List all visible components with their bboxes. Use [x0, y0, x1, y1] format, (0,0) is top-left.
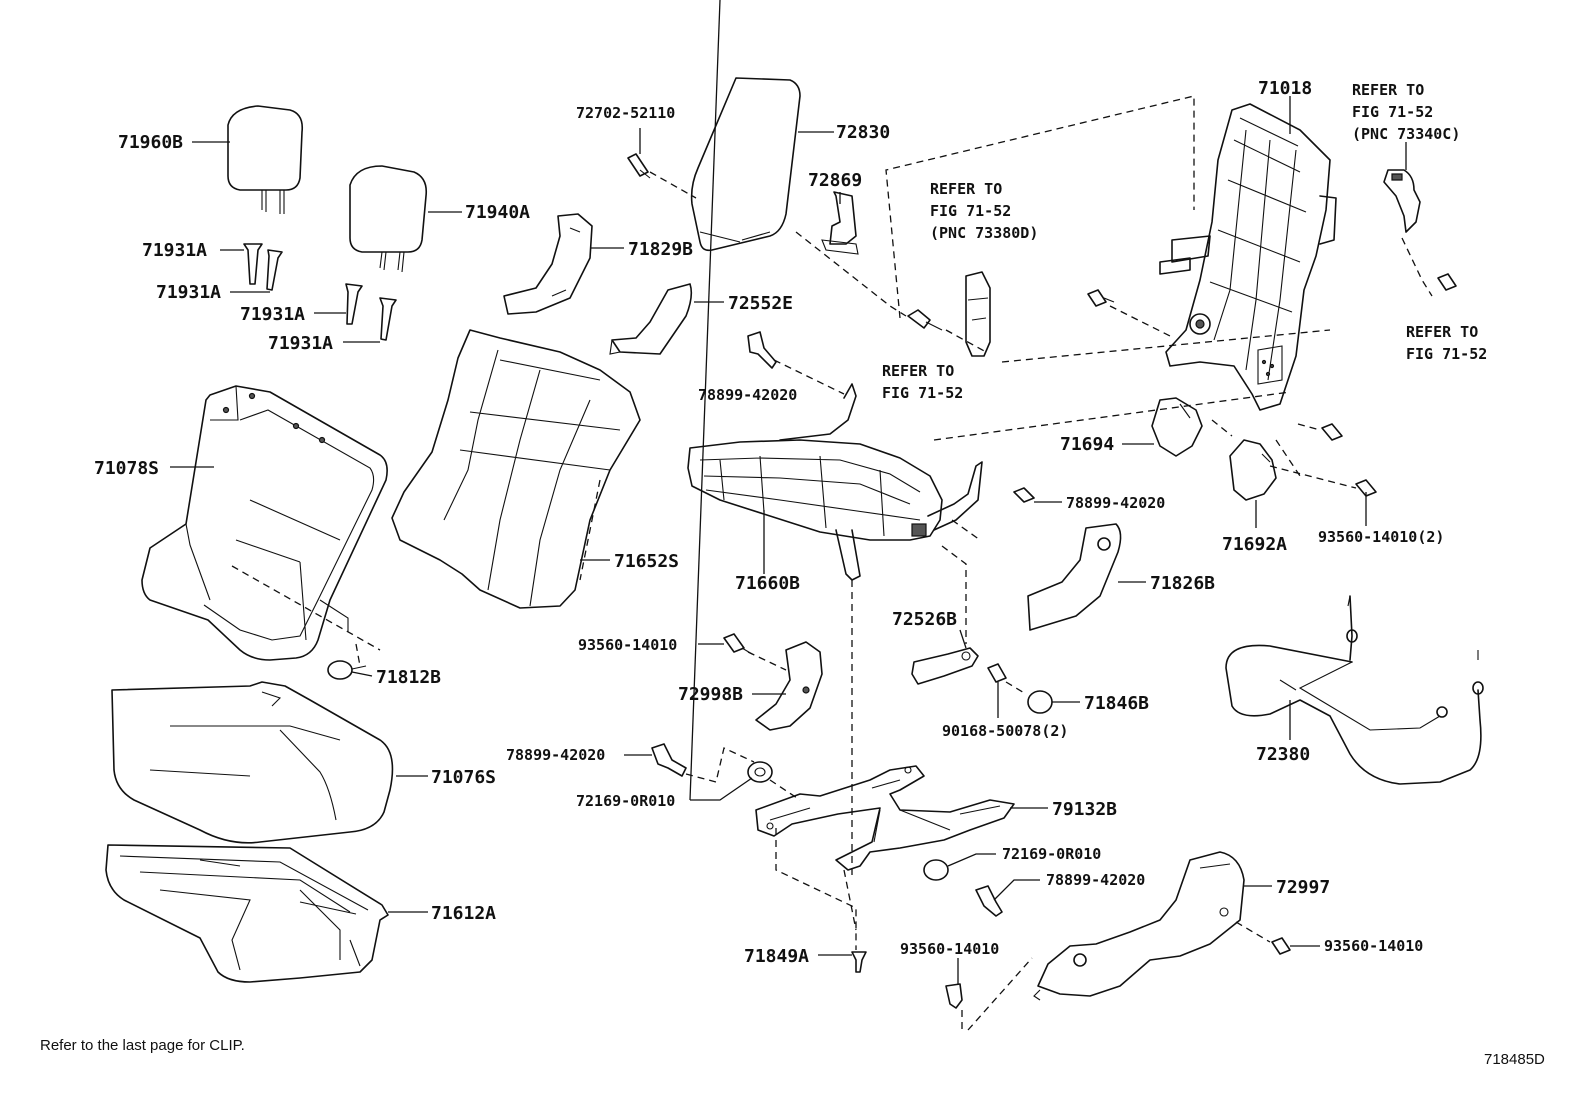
label-78899-42020-a[interactable]: 78899-42020 — [698, 386, 797, 404]
label-71078S[interactable]: 71078S — [94, 458, 159, 479]
svg-text:FIG 71-52: FIG 71-52 — [882, 384, 963, 402]
refer-to-fig-71-52-left[interactable]: REFER TO FIG 71-52 — [882, 362, 963, 402]
label-72702-52110[interactable]: 72702-52110 — [576, 104, 675, 122]
refer-to-fig-73380D[interactable]: REFER TO FIG 71-52 (PNC 73380D) — [930, 180, 1038, 242]
label-71940A[interactable]: 71940A — [465, 202, 530, 223]
svg-text:FIG 71-52: FIG 71-52 — [930, 202, 1011, 220]
label-71018[interactable]: 71018 — [1258, 78, 1312, 99]
refer-to-fig-71-52-right[interactable]: REFER TO FIG 71-52 — [1406, 323, 1487, 363]
assembly-guide-lines — [231, 95, 1433, 1034]
headrest-71940A[interactable] — [349, 165, 428, 273]
svg-text:REFER TO: REFER TO — [1406, 323, 1478, 341]
label-72869[interactable]: 72869 — [808, 170, 862, 191]
seat-cushion-pad-71612A[interactable] — [105, 844, 389, 983]
cable-72380[interactable] — [1225, 595, 1484, 785]
lever-72526B[interactable] — [911, 647, 979, 685]
seatback-pad-71078S[interactable] — [141, 385, 388, 661]
bolt-78899-42020-b[interactable] — [651, 743, 687, 777]
label-71660B[interactable]: 71660B — [735, 573, 800, 594]
label-90168-50078[interactable]: 90168-50078(2) — [942, 722, 1068, 740]
clip-71849A[interactable] — [851, 951, 867, 973]
label-72169-0R010-b[interactable]: 72169-0R010 — [1002, 845, 1101, 863]
label-93560-14010-a[interactable]: 93560-14010 — [578, 636, 677, 654]
bolt-72702-52110[interactable] — [627, 153, 651, 179]
seatbelt-buckle-73380D[interactable] — [965, 271, 991, 357]
svg-text:REFER TO: REFER TO — [1352, 81, 1424, 99]
bushing-72169-0R010-b[interactable] — [923, 859, 949, 881]
label-93560-14010-b[interactable]: 93560-14010 — [900, 940, 999, 958]
bolt-78899-42020-c[interactable] — [975, 885, 1003, 917]
refer-to-fig-73340C[interactable]: REFER TO FIG 71-52 (PNC 73340C) — [1352, 81, 1460, 143]
svg-text:REFER TO: REFER TO — [930, 180, 1002, 198]
svg-text:FIG 71-52: FIG 71-52 — [1352, 103, 1433, 121]
label-78899-42020-d[interactable]: 78899-42020 — [1066, 494, 1165, 512]
label-72998B[interactable]: 72998B — [678, 684, 743, 705]
bracket-72552E[interactable] — [609, 283, 693, 355]
label-93560-14010-c[interactable]: 93560-14010 — [1324, 937, 1423, 955]
cover-71694[interactable] — [1151, 397, 1203, 457]
cover-71826B[interactable] — [1027, 523, 1122, 631]
svg-text:REFER TO: REFER TO — [882, 362, 954, 380]
label-71652S[interactable]: 71652S — [614, 551, 679, 572]
label-71931A-1[interactable]: 71931A — [142, 240, 207, 261]
cover-72998B[interactable] — [755, 641, 823, 731]
bolts-seatback[interactable] — [907, 273, 1457, 497]
leader-lines — [170, 0, 1407, 984]
label-71960B[interactable]: 71960B — [118, 132, 183, 153]
cover-72997[interactable] — [1033, 851, 1245, 1001]
label-72552E[interactable]: 72552E — [728, 293, 793, 314]
bolt-78899-42020-top[interactable] — [747, 331, 777, 369]
label-72380[interactable]: 72380 — [1256, 744, 1310, 765]
clip-71812B[interactable] — [327, 660, 367, 680]
label-71812B[interactable]: 71812B — [376, 667, 441, 688]
label-72526B[interactable]: 72526B — [892, 609, 957, 630]
label-71931A-3[interactable]: 71931A — [240, 304, 305, 325]
label-78899-42020-c[interactable]: 78899-42020 — [1046, 871, 1145, 889]
seat-frame-71660B[interactable] — [687, 383, 983, 581]
label-93560-14010-2[interactable]: 93560-14010(2) — [1318, 528, 1444, 546]
seatback-frame-71018[interactable] — [1159, 103, 1337, 411]
seat-cushion-cover-71076S[interactable] — [111, 681, 394, 844]
bolt-90168-50078[interactable] — [987, 663, 1007, 683]
label-71846B[interactable]: 71846B — [1084, 693, 1149, 714]
headrest-71960B[interactable] — [227, 105, 304, 214]
label-71612A[interactable]: 71612A — [431, 903, 496, 924]
bracket-72869[interactable] — [821, 191, 859, 255]
label-71826B[interactable]: 71826B — [1150, 573, 1215, 594]
bolt-93560-14010-b[interactable] — [945, 983, 963, 1009]
cover-71692A[interactable] — [1229, 439, 1277, 501]
part-labels: 71960B 71940A 71931A 71931A 71931A 71931… — [94, 78, 1444, 967]
label-72997[interactable]: 72997 — [1276, 877, 1330, 898]
seatback-pad-71652S[interactable] — [391, 329, 641, 609]
label-72830[interactable]: 72830 — [836, 122, 890, 143]
svg-text:FIG 71-52: FIG 71-52 — [1406, 345, 1487, 363]
label-71849A[interactable]: 71849A — [744, 946, 809, 967]
cap-71846B[interactable] — [1027, 690, 1053, 714]
bolt-93560-14010-a[interactable] — [723, 633, 753, 655]
diagram-id: 718485D — [1484, 1051, 1545, 1068]
cover-71829B[interactable] — [503, 213, 593, 315]
label-79132B[interactable]: 79132B — [1052, 799, 1117, 820]
seat-track-79132B[interactable] — [755, 765, 1015, 871]
reference-notes: REFER TO FIG 71-52 (PNC 73380D) REFER TO… — [882, 81, 1487, 402]
seatback-board-72830[interactable] — [690, 77, 801, 252]
svg-text:(PNC 73340C): (PNC 73340C) — [1352, 125, 1460, 143]
label-71931A-2[interactable]: 71931A — [156, 282, 221, 303]
bolt-78899-42020-d[interactable] — [1013, 487, 1035, 503]
label-71931A-4[interactable]: 71931A — [268, 333, 333, 354]
footer-clip-note: Refer to the last page for CLIP. — [40, 1037, 245, 1054]
svg-text:(PNC 73380D): (PNC 73380D) — [930, 224, 1038, 242]
guide-71931A-set[interactable] — [243, 243, 397, 341]
label-71692A[interactable]: 71692A — [1222, 534, 1287, 555]
bushing-72169-0R010-a[interactable] — [747, 761, 773, 783]
label-71076S[interactable]: 71076S — [431, 767, 496, 788]
label-72169-0R010-a[interactable]: 72169-0R010 — [576, 792, 675, 810]
bolt-93560-14010-c[interactable] — [1271, 937, 1291, 955]
label-71694[interactable]: 71694 — [1060, 434, 1114, 455]
label-78899-42020-b[interactable]: 78899-42020 — [506, 746, 605, 764]
seatbelt-buckle-73340C[interactable] — [1383, 169, 1421, 233]
label-71829B[interactable]: 71829B — [628, 239, 693, 260]
